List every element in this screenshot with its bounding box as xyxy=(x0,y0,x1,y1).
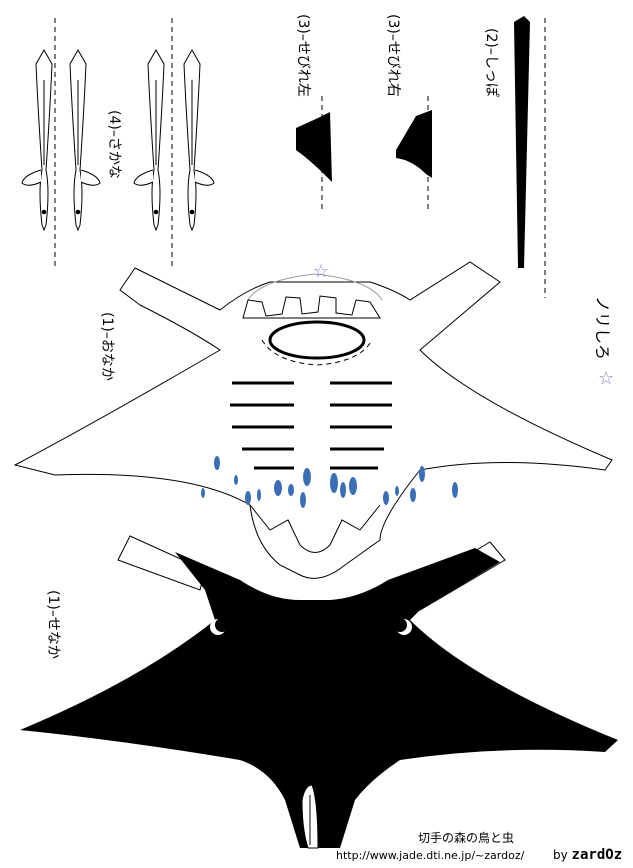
back-part xyxy=(20,535,618,849)
fish-part xyxy=(69,48,101,232)
tail-part xyxy=(514,16,530,268)
belly-part xyxy=(13,261,613,579)
fish-part xyxy=(133,48,165,232)
star-icon: ☆ xyxy=(598,368,614,389)
label-senaka: (1)–せなか xyxy=(45,590,61,659)
label-onaka: (1)–おなか xyxy=(99,312,115,381)
label-sebire-right: (3)–せびれ右 xyxy=(385,14,401,97)
label-sakana: (4)–さかな xyxy=(106,110,122,179)
fish-part xyxy=(21,48,53,232)
dorsal-fin-left xyxy=(296,112,332,182)
label-sebire-left: (3)–せびれ左 xyxy=(295,14,311,97)
label-norishiro: ノリしろ xyxy=(593,296,612,361)
author-logo: zardOz xyxy=(571,847,623,863)
belly-spots xyxy=(201,456,458,508)
fish-group xyxy=(21,48,215,232)
fish-part xyxy=(183,48,215,232)
star-icon: ☆ xyxy=(313,261,329,282)
credit-url[interactable]: http://www.jade.dti.ne.jp/~zardoz/ xyxy=(336,849,525,862)
dorsal-fin-right xyxy=(396,110,432,178)
gill-slits xyxy=(230,381,392,470)
credit-title: 切手の森の鳥と虫 xyxy=(418,831,515,845)
label-shippo: (2)–しっぽ xyxy=(483,28,499,97)
belly-lower-lines xyxy=(249,504,381,553)
credit-author: by zardOz xyxy=(553,847,622,863)
credit-by: by xyxy=(553,848,568,862)
